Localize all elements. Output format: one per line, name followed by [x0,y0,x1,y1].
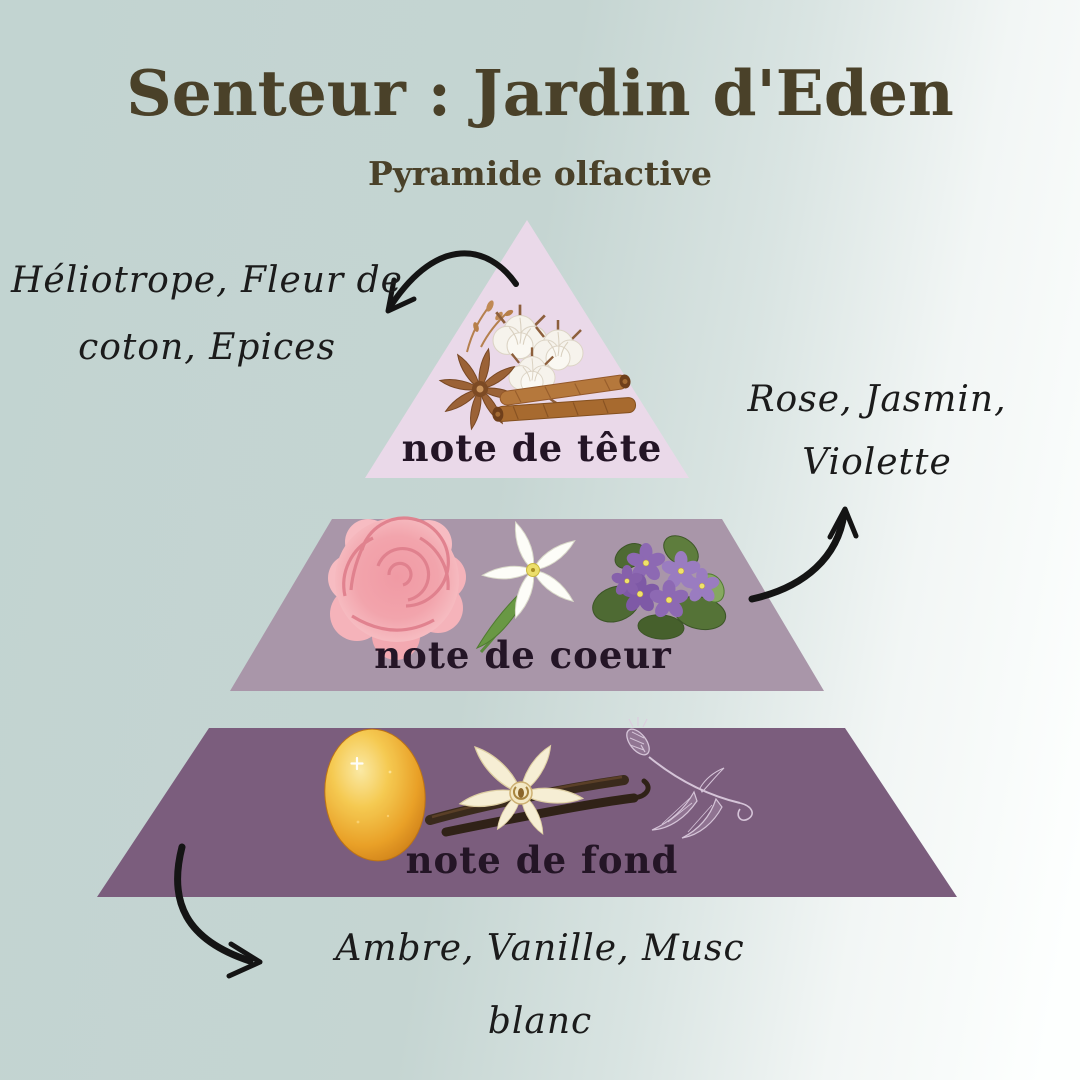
bottom-notes-line-2: blanc [487,1001,593,1042]
page-title: Senteur : Jardin d'Eden [126,56,954,130]
middle-notes-text: Rose, Jasmin, Violette [747,368,1006,494]
middle-notes-line-1: Rose, Jasmin, [747,379,1007,420]
rose-icon [328,516,466,660]
jasmine-flower-icon [475,519,579,654]
star-anise-icon [438,347,522,431]
bottom-notes-text: Ambre, Vanille, Musc blanc [335,912,744,1058]
arrow-middle-notes [748,506,859,603]
level-label-bottom: note de fond [405,838,679,882]
top-notes-line-1: Héliotrope, Fleur de [11,260,403,301]
arrow-bottom-notes [174,843,263,979]
amber-stone-icon [324,728,426,862]
middle-notes-line-2: Violette [802,442,952,483]
level-label-top: note de tête [401,426,663,470]
top-notes-text: Héliotrope, Fleur de coton, Epices [11,247,403,381]
violet-flowers-icon [592,535,727,640]
cinnamon-sticks-icon [492,374,637,422]
vanilla-flower-icon [425,741,651,838]
level-label-middle: note de coeur [374,633,672,677]
white-musk-sketch-icon [626,717,753,839]
twigs-icon [466,300,514,353]
arrow-top-notes [385,250,519,314]
top-notes-line-2: coton, Epices [78,327,336,368]
bottom-notes-line-1: Ambre, Vanille, Musc [335,928,745,969]
page-subtitle: Pyramide olfactive [368,154,712,193]
